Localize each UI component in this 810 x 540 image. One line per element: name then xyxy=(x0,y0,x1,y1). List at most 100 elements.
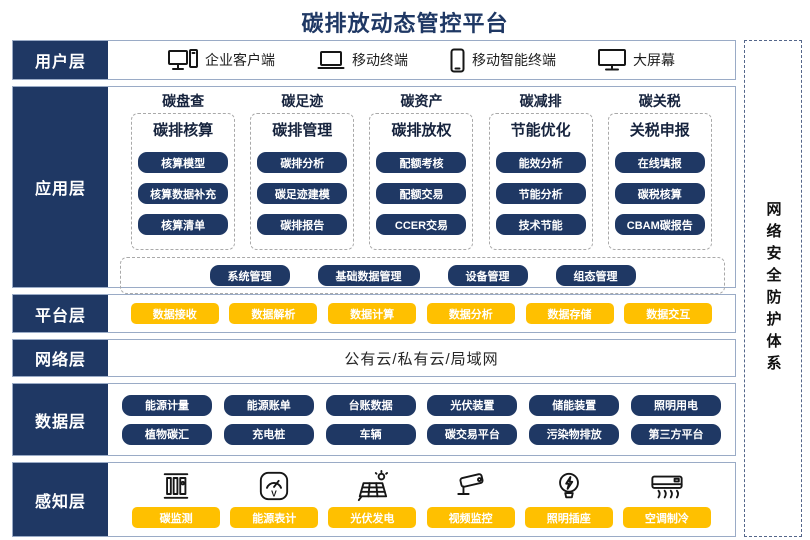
user-item-label: 移动智能终端 xyxy=(472,52,556,68)
layer-platform-content: 数据接收 数据解析 数据计算 数据分析 数据存储 数据交互 xyxy=(108,295,735,332)
layer-sense-label: 感知层 xyxy=(13,463,108,536)
laptop-icon xyxy=(317,50,345,71)
sense-item-ac: 空调制冷 xyxy=(622,466,711,528)
user-item-enterprise-client: 企业客户端 xyxy=(168,48,275,72)
sense-label-button: 碳监测 xyxy=(132,507,221,528)
carbon-monitor-icon xyxy=(160,466,192,502)
app-module-button: CCER交易 xyxy=(376,214,467,235)
platform-button: 数据解析 xyxy=(229,303,318,324)
cctv-camera-icon xyxy=(454,466,488,502)
layer-network-label: 网络层 xyxy=(13,340,108,376)
smartphone-icon xyxy=(450,48,465,73)
app-column-header: 碳关税 xyxy=(638,93,681,109)
user-item-label: 大屏幕 xyxy=(633,52,675,68)
sense-item-solar: 光伏发电 xyxy=(328,466,417,528)
user-item-label: 企业客户端 xyxy=(205,52,275,68)
platform-button: 数据分析 xyxy=(426,303,515,324)
app-column-carbon-asset: 碳资产 碳排放权 配额考核 配额交易 CCER交易 xyxy=(369,90,474,250)
security-sidebar: 网络安全防护体系 xyxy=(744,40,802,537)
app-column-subtitle: 关税申报 xyxy=(629,122,690,139)
data-source-button: 污染物排放 xyxy=(529,423,620,445)
security-sidebar-label: 网络安全防护体系 xyxy=(764,200,782,377)
app-column-subtitle: 碳排核算 xyxy=(153,122,214,139)
page-title: 碳排放动态管控平台 xyxy=(301,11,509,36)
app-mgmt-button: 组态管理 xyxy=(555,265,636,286)
app-module-button: 核算数据补充 xyxy=(138,183,229,204)
layer-sense: 感知层 碳监测 xyxy=(12,462,736,537)
app-mgmt-button: 系统管理 xyxy=(209,265,290,286)
app-column-box: 碳排放权 配额考核 配额交易 CCER交易 xyxy=(369,113,474,250)
layer-platform-label: 平台层 xyxy=(13,295,108,332)
data-source-button: 台账数据 xyxy=(325,394,416,416)
app-column-carbon-reduction: 碳减排 节能优化 能效分析 节能分析 技术节能 xyxy=(488,90,593,250)
layer-app-label: 应用层 xyxy=(13,87,108,287)
layer-network-content: 公有云/私有云/局域网 xyxy=(108,340,735,376)
sense-label-button: 空调制冷 xyxy=(622,507,711,528)
layer-user: 用户层 企业客户端 xyxy=(12,40,736,80)
layer-sense-content: 碳监测 V 能源表计 xyxy=(108,463,735,536)
solar-panel-icon xyxy=(355,466,389,502)
data-source-button: 植物碳汇 xyxy=(122,423,212,445)
sense-item-cctv: 视频监控 xyxy=(426,466,515,528)
app-module-button: 配额考核 xyxy=(376,152,467,173)
user-item-label: 移动终端 xyxy=(352,52,408,68)
app-column-box: 碳排管理 碳排分析 碳足迹建模 碳排报告 xyxy=(250,113,355,250)
platform-button: 数据接收 xyxy=(130,303,219,324)
air-conditioner-icon xyxy=(650,466,684,502)
app-column-subtitle: 节能优化 xyxy=(510,122,571,139)
data-source-button: 碳交易平台 xyxy=(427,423,518,445)
user-item-big-screen: 大屏幕 xyxy=(598,48,675,72)
app-mgmt-button: 设备管理 xyxy=(447,265,528,286)
app-management-box: 系统管理 基础数据管理 设备管理 组态管理 xyxy=(120,257,725,294)
app-module-button: 在线填报 xyxy=(614,152,705,173)
platform-button: 数据计算 xyxy=(328,303,417,324)
data-source-button: 照明用电 xyxy=(630,394,721,416)
big-screen-icon xyxy=(598,48,626,72)
data-source-button: 车辆 xyxy=(325,423,416,445)
data-source-button: 能源账单 xyxy=(223,394,314,416)
app-module-button: 技术节能 xyxy=(495,214,586,235)
app-column-carbon-inventory: 碳盘查 碳排核算 核算模型 核算数据补充 核算清单 xyxy=(131,90,236,250)
data-source-button: 能源计量 xyxy=(122,394,212,416)
sense-item-carbon-monitor: 碳监测 xyxy=(132,466,221,528)
app-mgmt-button: 基础数据管理 xyxy=(317,265,420,286)
network-cloud-text: 公有云/私有云/局域网 xyxy=(344,350,499,368)
app-module-button: 能效分析 xyxy=(495,152,586,173)
sense-item-energy-meter: V 能源表计 xyxy=(230,466,319,528)
desktop-pc-icon xyxy=(168,48,198,72)
platform-button: 数据存储 xyxy=(525,303,614,324)
app-module-button: 配额交易 xyxy=(376,183,467,204)
app-module-button: CBAM碳报告 xyxy=(614,214,705,235)
data-source-button: 光伏装置 xyxy=(427,394,518,416)
layer-data-content: 能源计量 能源账单 台账数据 光伏装置 储能装置 照明用电 植物碳汇 充电桩 车… xyxy=(108,384,735,455)
app-column-box: 节能优化 能效分析 节能分析 技术节能 xyxy=(488,113,593,250)
layer-app-content: 碳盘查 碳排核算 核算模型 核算数据补充 核算清单 碳足迹 碳排管理 碳排分析 … xyxy=(108,87,735,294)
energy-meter-icon: V xyxy=(258,466,290,502)
svg-text:V: V xyxy=(271,488,277,498)
app-module-button: 碳排分析 xyxy=(257,152,348,173)
user-item-mobile-terminal: 移动终端 xyxy=(317,50,408,71)
app-column-header: 碳资产 xyxy=(400,93,443,109)
sense-label-button: 视频监控 xyxy=(426,507,515,528)
app-module-button: 碳税核算 xyxy=(614,183,705,204)
layer-network: 网络层 公有云/私有云/局域网 xyxy=(12,339,736,377)
layer-data-label: 数据层 xyxy=(13,384,108,455)
app-module-button: 核算清单 xyxy=(138,214,229,235)
layer-platform: 平台层 数据接收 数据解析 数据计算 数据分析 数据存储 数据交互 xyxy=(12,294,736,333)
light-bulb-icon xyxy=(553,466,585,502)
user-item-smart-mobile: 移动智能终端 xyxy=(450,48,556,73)
data-source-button: 储能装置 xyxy=(529,394,620,416)
layer-user-content: 企业客户端 移动终端 xyxy=(108,41,735,79)
sense-label-button: 照明插座 xyxy=(524,507,613,528)
sense-item-lighting: 照明插座 xyxy=(524,466,613,528)
app-column-header: 碳盘查 xyxy=(162,93,205,109)
app-module-button: 节能分析 xyxy=(495,183,586,204)
data-source-button: 第三方平台 xyxy=(630,423,721,445)
app-column-box: 关税申报 在线填报 碳税核算 CBAM碳报告 xyxy=(607,113,712,250)
sense-label-button: 能源表计 xyxy=(230,507,319,528)
app-module-button: 碳足迹建模 xyxy=(257,183,348,204)
layer-data: 数据层 能源计量 能源账单 台账数据 光伏装置 储能装置 照明用电 植物碳汇 充… xyxy=(12,383,736,456)
app-module-button: 碳排报告 xyxy=(257,214,348,235)
app-column-header: 碳足迹 xyxy=(281,93,324,109)
